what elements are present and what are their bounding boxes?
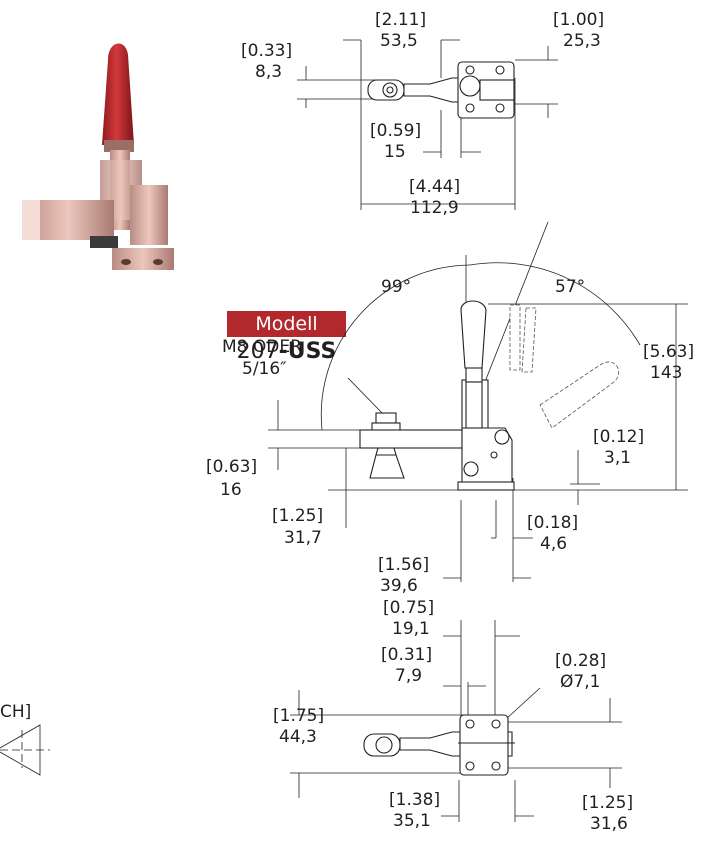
dim-4-6-mm: 4,6 [540, 534, 567, 554]
dim-53-5-mm: 53,5 [380, 31, 418, 51]
dim-39-6-mm: 39,6 [380, 576, 418, 596]
dim-0-75-inch: [0.75] [383, 598, 434, 618]
dim-4-44-inch: [4.44] [409, 177, 460, 197]
dim-0-59-inch: [0.59] [370, 121, 421, 141]
bottom-view [290, 620, 622, 822]
dim-15-mm: 15 [384, 142, 406, 162]
dim-44-3-mm: 44,3 [279, 727, 317, 747]
dim-31-7-mm: 31,7 [284, 528, 322, 548]
angle-99: 99° [381, 277, 411, 297]
dim-1-75-inch: [1.75] [273, 706, 324, 726]
dim-143-mm: 143 [650, 363, 682, 383]
model-number-prefix: 207 [236, 339, 279, 364]
dim-1-56-inch: [1.56] [378, 555, 429, 575]
dim-8-3-mm: 8,3 [255, 62, 282, 82]
top-view [297, 39, 558, 210]
dim-112-9-mm: 112,9 [410, 198, 459, 218]
dim-0-12-inch: [0.12] [593, 427, 644, 447]
dim-5-63-inch: [5.63] [643, 342, 694, 362]
dim-2-11-inch: [2.11] [375, 10, 426, 30]
model-number: 207-USS [227, 339, 346, 364]
cropped-unit-label: CH] [0, 702, 31, 722]
dim-25-3-mm: 25,3 [563, 31, 601, 51]
thread-label-1: M8 ODER [222, 337, 302, 357]
dim-0-33-inch: [0.33] [241, 41, 292, 61]
thread-label-2: 5/16″ [242, 359, 287, 379]
side-view [268, 221, 688, 582]
dim-7-9-mm: 7,9 [395, 666, 422, 686]
dim-0-31-inch: [0.31] [381, 645, 432, 665]
dim-1-38-inch: [1.38] [389, 790, 440, 810]
dim-1-00-inch: [1.00] [553, 10, 604, 30]
model-label: Modell [227, 311, 346, 337]
dim-35-1-mm: 35,1 [393, 811, 431, 831]
dim-19-1-mm: 19,1 [392, 619, 430, 639]
dim-31-6-mm: 31,6 [590, 814, 628, 834]
dim-hole-dia-mm: Ø7,1 [560, 672, 600, 692]
dim-16-mm: 16 [220, 480, 242, 500]
dim-0-63-inch: [0.63] [206, 457, 257, 477]
model-number-suffix: -USS [278, 339, 337, 364]
dim-3-1-mm: 3,1 [604, 448, 631, 468]
cropped-spindle-fragment [0, 724, 50, 776]
dim-1-25-inch: [1.25] [272, 506, 323, 526]
dim-0-18-inch: [0.18] [527, 513, 578, 533]
dim-0-28-inch: [0.28] [555, 651, 606, 671]
dim-1-25b-inch: [1.25] [582, 793, 633, 813]
angle-57: 57° [555, 277, 585, 297]
